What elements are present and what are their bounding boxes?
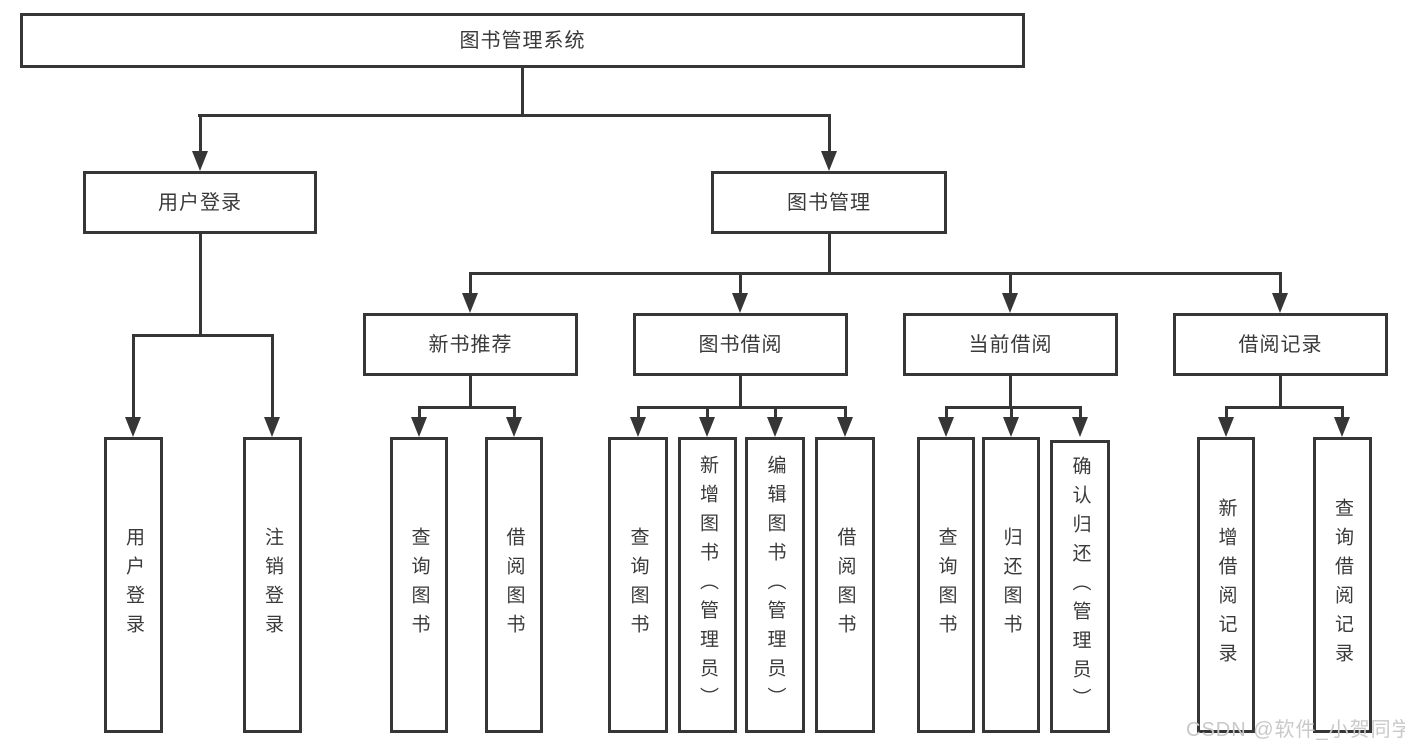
- connector-node-drop: [1279, 272, 1282, 295]
- connector-leaf-drop: [1079, 406, 1082, 419]
- connector-book-management-drop: [828, 114, 831, 153]
- node-library-management-system: 图书管理系统: [20, 13, 1025, 68]
- connector-user-login-rail: [132, 334, 274, 337]
- leaf-query-books: 查询图书: [390, 437, 448, 733]
- arrow-down-icon: [938, 417, 954, 437]
- node-new-book-recommendation: 新书推荐: [363, 313, 578, 376]
- connector-book-management-trunk: [828, 234, 831, 273]
- leaf-query-borrow-record: 查询借阅记录: [1313, 437, 1372, 733]
- leaf-query-books-3: 查询图书: [917, 437, 975, 733]
- arrow-down-icon: [1002, 293, 1018, 313]
- node-user-login: 用户登录: [83, 171, 317, 234]
- leaf-add-borrow-record: 新增借阅记录: [1197, 437, 1255, 733]
- leaf-edit-book-admin: 编辑图书（管理员）: [745, 437, 805, 733]
- node-book-borrowing: 图书借阅: [633, 313, 848, 376]
- arrow-down-icon: [506, 417, 522, 437]
- connector-borrow-record-trunk: [1279, 376, 1282, 409]
- connector-leaf-drop: [1341, 406, 1344, 419]
- arrow-down-icon: [264, 417, 280, 437]
- connector-new-book-trunk: [469, 376, 472, 409]
- connector-leaf-drop: [945, 406, 948, 419]
- connector-current-borrow-trunk: [1009, 376, 1012, 409]
- arrow-down-icon: [1272, 293, 1288, 313]
- arrow-down-icon: [1072, 417, 1088, 437]
- leaf-borrow-books-2: 借阅图书: [815, 437, 875, 733]
- arrow-down-icon: [699, 417, 715, 437]
- connector-user-login-trunk: [199, 234, 202, 335]
- connector-leaf-drop: [637, 406, 640, 419]
- node-borrowing-records: 借阅记录: [1173, 313, 1388, 376]
- arrow-down-icon: [821, 151, 837, 171]
- connector-leaf-drop: [418, 406, 421, 419]
- connector-node-drop: [1009, 272, 1012, 295]
- arrow-down-icon: [1334, 417, 1350, 437]
- connector-leaf-drop: [844, 406, 847, 419]
- node-current-borrowing: 当前借阅: [903, 313, 1118, 376]
- arrow-down-icon: [767, 417, 783, 437]
- arrow-down-icon: [837, 417, 853, 437]
- node-book-management: 图书管理: [711, 171, 947, 234]
- watermark: CSDN @软件_小贺同学: [1186, 719, 1405, 741]
- connector-leaf-drop: [1225, 406, 1228, 419]
- arrow-down-icon: [1003, 417, 1019, 437]
- connector-root-trunk: [521, 68, 524, 115]
- connector-current-borrow-rail: [945, 406, 1081, 409]
- leaf-borrow-books: 借阅图书: [485, 437, 543, 733]
- arrow-down-icon: [192, 151, 208, 171]
- connector-node-drop: [469, 272, 472, 295]
- connector-leaf-drop: [132, 334, 135, 418]
- connector-leaf-drop: [513, 406, 516, 419]
- leaf-logout-login: 注销登录: [243, 437, 302, 733]
- connector-book-borrow-trunk: [739, 376, 742, 409]
- leaf-add-book-admin: 新增图书（管理员）: [678, 437, 737, 733]
- connector-level3-rail: [469, 272, 1281, 275]
- leaf-query-books-2: 查询图书: [608, 437, 668, 733]
- connector-leaf-drop: [774, 406, 777, 419]
- connector-leaf-drop: [271, 334, 274, 418]
- arrow-down-icon: [732, 293, 748, 313]
- arrow-down-icon: [125, 417, 141, 437]
- connector-new-book-rail: [418, 406, 516, 409]
- connector-node-drop: [739, 272, 742, 295]
- connector-level2-rail: [198, 114, 831, 117]
- leaf-user-login: 用户登录: [104, 437, 163, 733]
- connector-leaf-drop: [1010, 406, 1013, 419]
- connector-user-login-drop: [199, 114, 202, 153]
- connector-book-borrow-rail: [637, 406, 847, 409]
- leaf-confirm-return-admin: 确认归还（管理员）: [1050, 440, 1110, 733]
- arrow-down-icon: [630, 417, 646, 437]
- leaf-return-books: 归还图书: [982, 437, 1040, 733]
- arrow-down-icon: [462, 293, 478, 313]
- connector-leaf-drop: [706, 406, 709, 419]
- arrow-down-icon: [411, 417, 427, 437]
- arrow-down-icon: [1218, 417, 1234, 437]
- connector-borrow-record-rail: [1225, 406, 1344, 409]
